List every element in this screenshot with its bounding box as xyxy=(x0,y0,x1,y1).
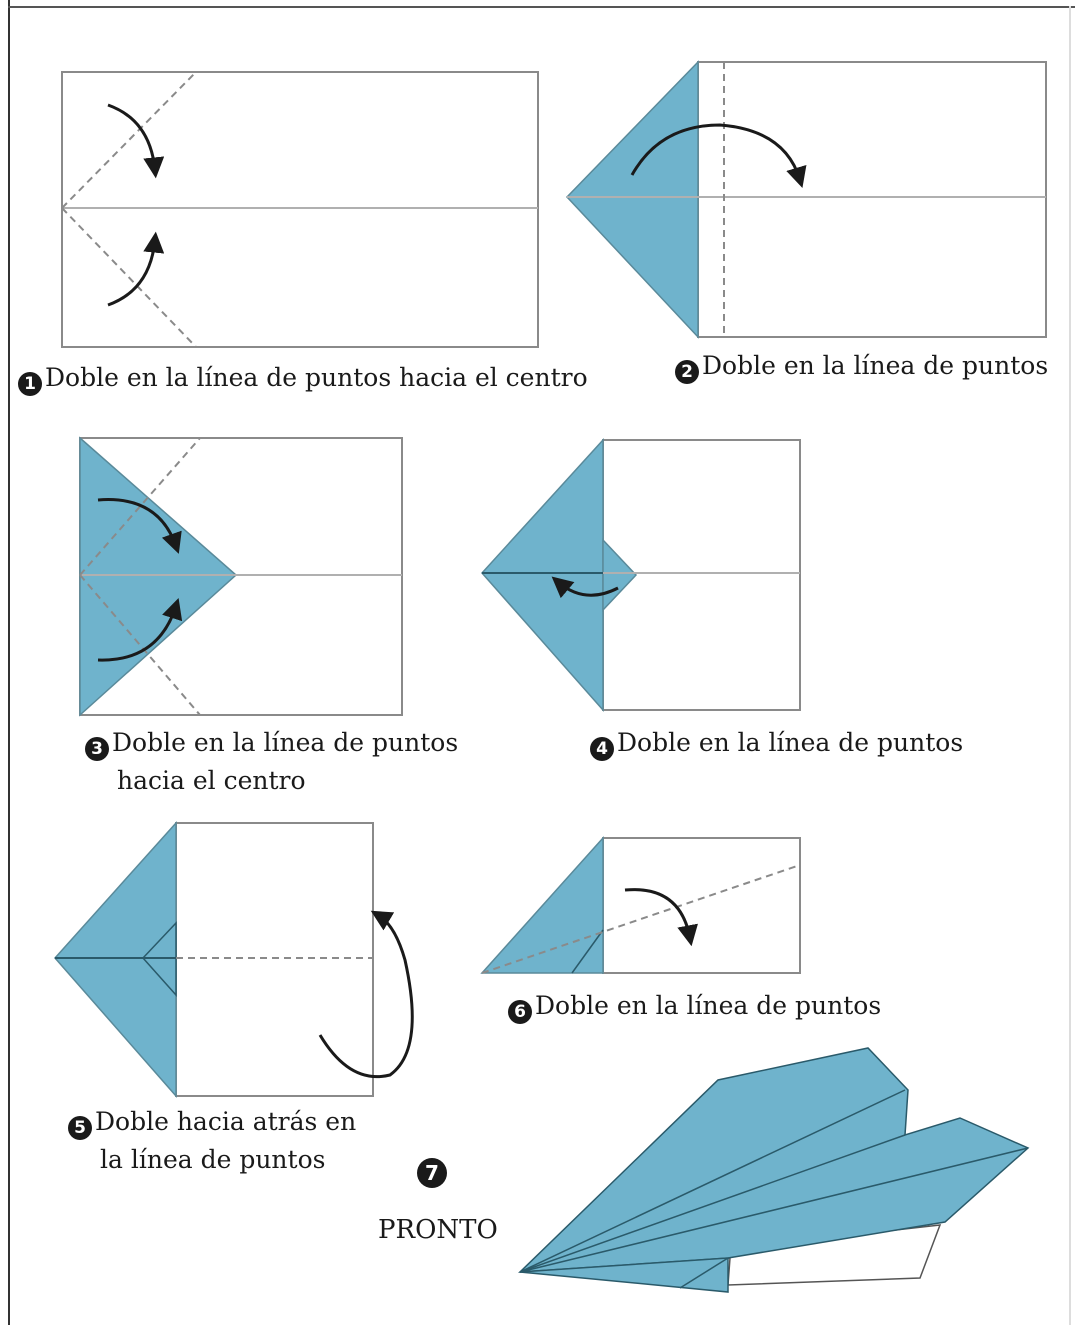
step-5-text-line2: la línea de puntos xyxy=(100,1145,326,1174)
step-number-badge: 6 xyxy=(508,1000,532,1024)
step-6-figure xyxy=(480,836,801,974)
step-3-figure xyxy=(79,436,403,717)
step-4-text: Doble en la línea de puntos xyxy=(617,728,964,757)
step-1-text: Doble en la línea de puntos hacia el cen… xyxy=(45,363,588,392)
step-2-text: Doble en la línea de puntos xyxy=(702,351,1049,380)
step-number-badge: 2 xyxy=(675,360,699,384)
step-number-badge: 4 xyxy=(590,737,614,761)
step-5-text-line1: Doble hacia atrás en xyxy=(95,1107,357,1136)
step-1-figure xyxy=(61,71,539,348)
step-7-caption: PRONTO xyxy=(378,1215,498,1245)
frame-border-right xyxy=(1069,6,1071,1325)
step-number-badge: 5 xyxy=(68,1116,92,1140)
step-number-badge: 1 xyxy=(18,372,42,396)
step-3-text-line2: hacia el centro xyxy=(117,766,306,795)
step-number-badge: 7 xyxy=(417,1158,447,1188)
step-7-plane-figure xyxy=(518,1047,1030,1293)
frame-border-top xyxy=(8,6,1075,8)
step-2-figure xyxy=(565,60,1047,339)
step-5-figure xyxy=(53,821,414,1098)
frame-border-left xyxy=(8,0,10,1325)
step-6-text: Doble en la línea de puntos xyxy=(535,991,882,1020)
step-3-text-line1: Doble en la línea de puntos xyxy=(112,728,459,757)
step-number-badge: 3 xyxy=(85,737,109,761)
step-4-figure xyxy=(480,438,801,712)
